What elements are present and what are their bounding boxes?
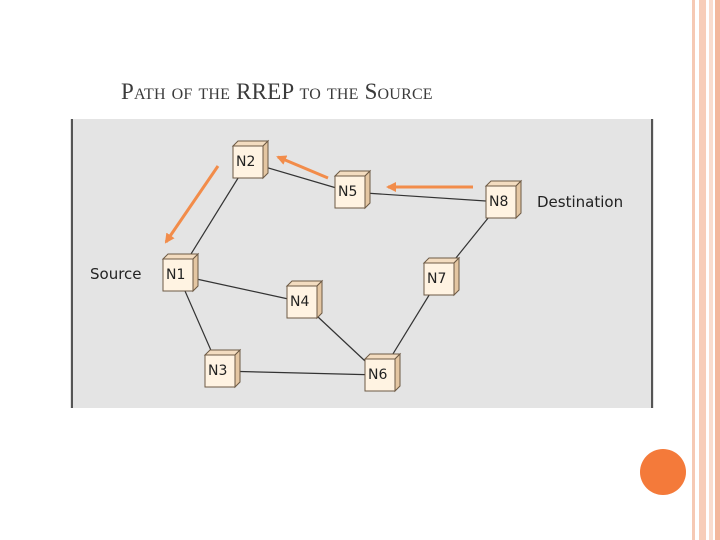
decorative-stripe <box>715 0 720 540</box>
node-label: N7 <box>427 271 446 287</box>
node-box-top <box>161 253 200 260</box>
node-box-top <box>422 257 461 264</box>
node-label: N5 <box>338 184 357 200</box>
decorative-stripe <box>692 0 695 540</box>
node-label: N3 <box>208 363 227 379</box>
node-label: N2 <box>236 154 255 170</box>
source-label: Source <box>90 265 142 283</box>
link-n3-n6 <box>219 370 381 376</box>
node-box-front <box>485 185 517 219</box>
diagram-background <box>70 119 654 408</box>
node-box-side <box>364 169 371 210</box>
rrep-arrow-n5-n2 <box>276 155 329 180</box>
decorative-stripe <box>699 0 706 540</box>
node-box-top <box>285 280 324 287</box>
node-box-front <box>162 258 194 292</box>
node-box-top <box>363 353 402 360</box>
node-n3: N3 <box>203 348 242 389</box>
node-box-side <box>316 279 323 320</box>
node-box-side <box>515 179 522 220</box>
slide-title: Path of the RREP to the Source <box>121 79 433 104</box>
node-box-front <box>232 145 264 179</box>
node-box-top <box>333 170 372 177</box>
node-label: N4 <box>290 294 309 310</box>
node-box-top <box>231 140 270 147</box>
node-n8: N8 <box>484 179 523 220</box>
node-n5: N5 <box>333 169 372 210</box>
node-box-front <box>423 262 455 296</box>
node-box-side <box>192 252 199 293</box>
node-box-side <box>394 352 401 393</box>
node-box-side <box>234 348 241 389</box>
node-n7: N7 <box>422 256 461 297</box>
node-n1: N1 <box>161 252 200 293</box>
node-box-front <box>204 354 236 388</box>
destination-label: Destination <box>537 193 623 211</box>
decorative-circle <box>640 449 686 495</box>
decorative-stripe <box>709 0 713 540</box>
rrep-arrow-n2-n1 <box>164 165 220 244</box>
node-box-side <box>453 256 460 297</box>
node-label: N1 <box>166 267 185 283</box>
node-n2: N2 <box>231 139 270 180</box>
link-n1-n4 <box>177 274 303 303</box>
node-n6: N6 <box>363 352 402 393</box>
node-n4: N4 <box>285 279 324 320</box>
link-n5-n8 <box>349 191 502 203</box>
node-box-front <box>364 358 396 392</box>
node-box-top <box>484 180 523 187</box>
node-box-front <box>286 285 318 319</box>
node-box-top <box>203 349 242 356</box>
node-box-front <box>334 175 366 209</box>
node-label: N6 <box>368 367 387 383</box>
node-label: N8 <box>489 194 508 210</box>
node-box-side <box>262 139 269 180</box>
